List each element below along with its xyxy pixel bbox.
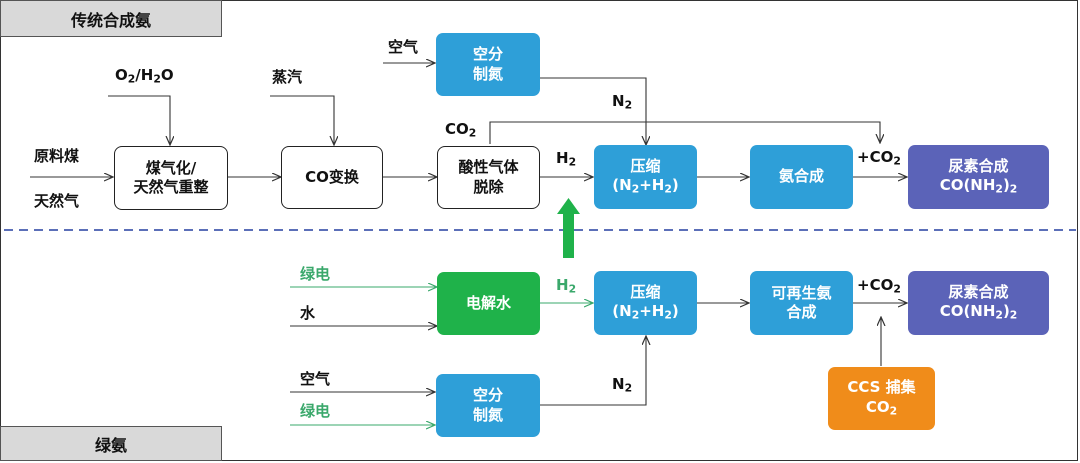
plus-co2-label-bottom: +CO2 <box>857 276 901 296</box>
h2-label-bottom: H2 <box>556 276 577 296</box>
air-separation-line1: 空分 <box>472 45 503 63</box>
renewable-ammonia-box: 可再生氨合成 <box>750 271 853 335</box>
plus-co2-label-top: +CO2 <box>857 148 901 168</box>
green-up-arrow <box>557 198 580 258</box>
air-label-top: 空气 <box>388 38 419 56</box>
h2-label-top: H2 <box>556 149 577 169</box>
acid-gas-line1: 酸性气体 <box>458 158 519 176</box>
air-separation-box-bottom: 空分制氮 <box>436 374 540 437</box>
gasification-box: 煤气化/天然气重整 <box>114 146 228 210</box>
green-power-label-2: 绿电 <box>300 402 331 420</box>
renewable-ammonia-line2: 合成 <box>786 303 817 321</box>
ccs-capture-line1: CCS 捕集 <box>847 378 916 397</box>
co-shift-box: CO变换 <box>281 146 383 209</box>
air-separation-bottom-line2: 制氮 <box>472 405 503 424</box>
section-tab-traditional: 传统合成氨 <box>0 0 222 37</box>
o2-h2o-label: O2/H2O <box>115 66 174 86</box>
air-label-bottom: 空气 <box>300 370 331 388</box>
electrolysis-label: 电解水 <box>465 293 511 312</box>
co-shift-label: CO变换 <box>305 167 359 186</box>
acid-gas-line2: 脱除 <box>473 177 504 196</box>
air-separation-line2: 制氮 <box>472 64 503 83</box>
feed-gas-label: 天然气 <box>34 192 80 210</box>
compression-box-top: 压缩(N2+H2) <box>594 145 697 209</box>
steam-label: 蒸汽 <box>272 68 303 86</box>
gasification-line2: 天然气重整 <box>133 178 209 196</box>
co2-label-top: CO2 <box>445 120 477 140</box>
water-label: 水 <box>300 304 316 322</box>
compression-box-bottom: 压缩(N2+H2) <box>594 271 697 335</box>
air-separation-box-top: 空分制氮 <box>436 33 540 96</box>
acid-gas-removal-box: 酸性气体脱除 <box>437 146 540 209</box>
ammonia-synthesis-label: 氨合成 <box>778 167 824 186</box>
electrolysis-box: 电解水 <box>437 272 540 335</box>
gasification-line1: 煤气化/ <box>145 158 197 177</box>
n2-label-bottom: N2 <box>612 375 633 395</box>
feed-coal-label: 原料煤 <box>34 147 80 165</box>
renewable-ammonia-line1: 可再生氨 <box>771 283 832 302</box>
air-separation-bottom-line1: 空分 <box>472 386 503 404</box>
green-power-label-1: 绿电 <box>300 265 331 283</box>
section-tab-green: 绿氨 <box>0 426 222 461</box>
n2-label-top: N2 <box>612 92 633 112</box>
ammonia-synthesis-box: 氨合成 <box>750 145 853 209</box>
